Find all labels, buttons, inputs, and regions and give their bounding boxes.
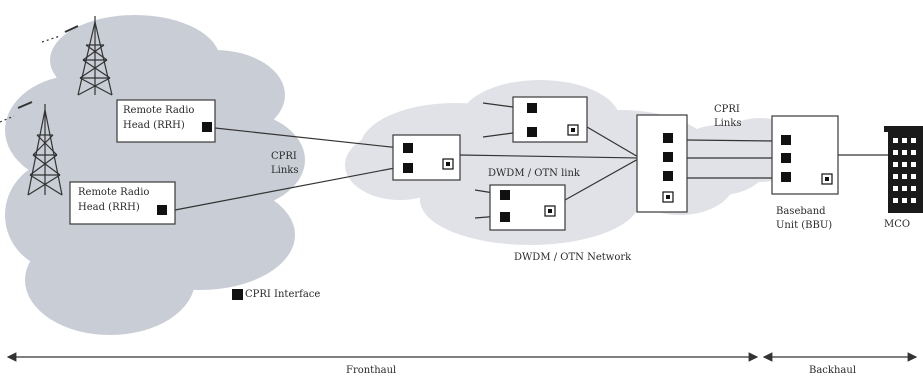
rrh-2-label-line1: Remote Radio	[78, 187, 150, 198]
cpri-interface-legend-label: CPRI Interface	[245, 289, 321, 300]
cpri-port-icon	[157, 205, 167, 215]
optical-port-icon	[567, 124, 579, 136]
rrh-1-label-line1: Remote Radio	[123, 105, 195, 116]
otn-node-center	[392, 134, 461, 181]
backhaul-label: Backhaul	[809, 365, 857, 376]
cpri-port-icon	[527, 127, 537, 137]
cpri-port-icon	[202, 122, 212, 132]
cell-tower-icon	[41, 16, 113, 96]
cpri-links-right-line2: Links	[714, 118, 742, 129]
cpri-port-icon	[663, 152, 673, 162]
rrh-box-1	[116, 99, 216, 143]
optical-port-icon	[544, 205, 556, 217]
building-icon	[884, 126, 923, 213]
rrh-1-label-line2: Head (RRH)	[123, 120, 185, 131]
otn-node-right	[636, 114, 688, 213]
cell-tower-icon	[0, 101, 63, 196]
cpri-links-right-line1: CPRI	[714, 104, 740, 115]
fronthaul-label: Fronthaul	[346, 365, 397, 376]
bbu-label-line1: Baseband	[776, 206, 826, 217]
optical-port-icon	[821, 173, 833, 185]
dwdm-otn-link-label: DWDM / OTN link	[488, 168, 580, 179]
rrh-2-label-line2: Head (RRH)	[78, 202, 140, 213]
cpri-port-icon	[663, 171, 673, 181]
links	[174, 102, 888, 219]
dwdm-otn-network-label: DWDM / OTN Network	[514, 252, 632, 263]
cpri-port-icon	[403, 143, 413, 153]
rrh-box-2	[69, 181, 176, 225]
cpri-port-icon	[527, 103, 537, 113]
cpri-port-icon	[500, 212, 510, 222]
optical-port-icon	[442, 158, 454, 170]
cpri-port-icon	[781, 172, 791, 182]
cpri-links-left-line2: Links	[271, 165, 299, 176]
cpri-port-icon	[781, 153, 791, 163]
cpri-port-icon	[663, 133, 673, 143]
bbu-label-line2: Unit (BBU)	[776, 220, 833, 231]
cpri-port-icon	[403, 163, 413, 173]
optical-port-icon	[662, 191, 674, 203]
cpri-links-left-line1: CPRI	[271, 151, 297, 162]
mco-label: MCO	[884, 219, 911, 230]
cpri-port-icon	[781, 135, 791, 145]
cpri-port-icon	[500, 190, 510, 200]
cpri-interface-legend-swatch	[232, 289, 243, 300]
